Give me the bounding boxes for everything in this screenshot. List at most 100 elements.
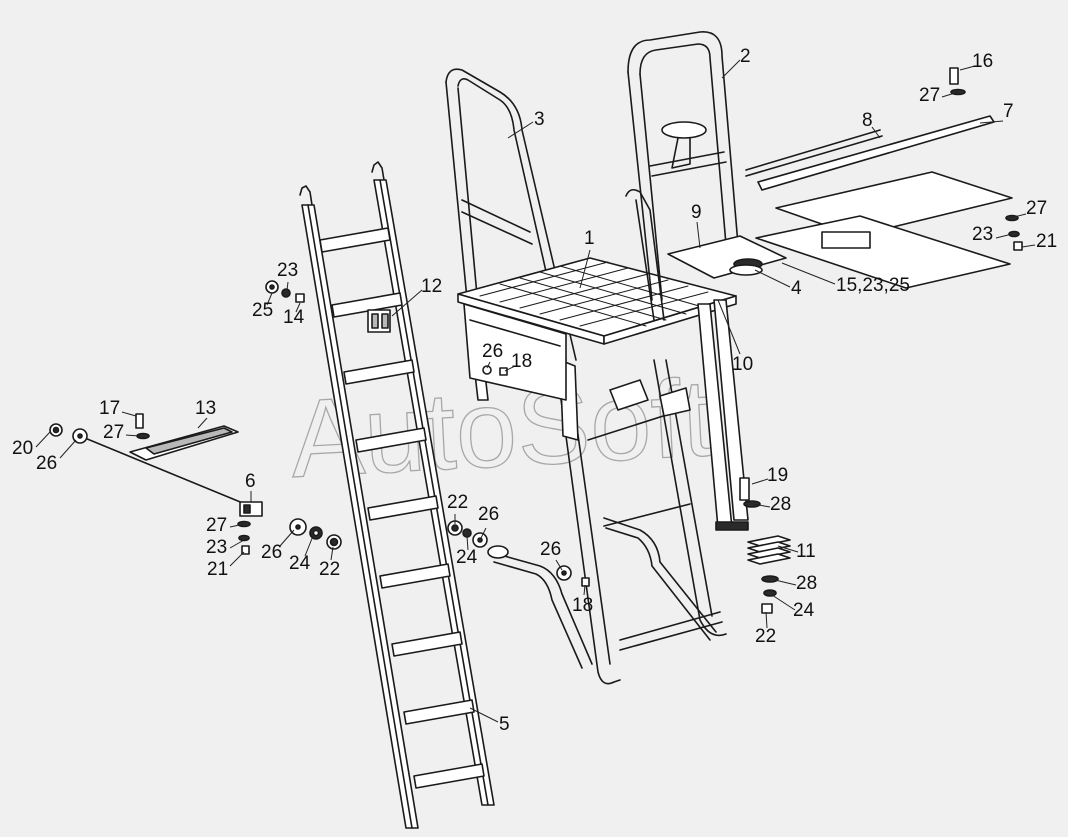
callout-label-c22b: 22: [447, 492, 468, 513]
callout-label-c9: 9: [691, 202, 702, 223]
callout-label-c12: 12: [421, 276, 442, 297]
callout-label-c6: 6: [245, 471, 256, 492]
callout-label-c2: 2: [740, 46, 751, 67]
callout-leader-c28a: [752, 503, 771, 508]
part-10-supports: [697, 299, 749, 531]
part-11-shims: [747, 535, 791, 565]
callout-label-c24c: 24: [793, 600, 815, 621]
callout-leader-c18a: [504, 365, 516, 372]
callout-labels: 123456789101112131415,23,251617181819202…: [12, 46, 1057, 735]
callout-label-c26b: 26: [261, 542, 282, 563]
callout-label-c15: 15,23,25: [836, 275, 910, 296]
callout-leader-c16: [959, 65, 976, 71]
callout-label-c26d: 26: [478, 504, 499, 525]
callout-label-c28b: 28: [796, 573, 817, 594]
callout-leader-c8: [871, 126, 881, 139]
callout-leader-c15: [781, 262, 836, 285]
callout-label-c25a: 25: [252, 300, 273, 321]
part-12-bracket: [367, 309, 391, 333]
callout-leader-c27b: [125, 434, 141, 437]
callout-label-c19: 19: [767, 465, 788, 486]
part-9-plate: [667, 235, 787, 279]
callout-leader-c4: [754, 269, 791, 288]
callout-label-c23a: 23: [277, 260, 298, 281]
callout-label-c14: 14: [283, 307, 305, 328]
callout-label-c28a: 28: [770, 494, 791, 515]
callout-leader-c23c: [995, 233, 1013, 239]
callout-label-c27b: 27: [103, 422, 124, 443]
part-6-clamp: [239, 501, 263, 517]
callout-leader-c25a: [266, 292, 273, 306]
callout-leader-c22c: [765, 611, 768, 629]
callout-label-c23b: 23: [206, 537, 227, 558]
callout-label-c13: 13: [195, 398, 216, 419]
callout-leader-c13: [197, 417, 208, 429]
callout-leader-c7: [979, 120, 1004, 124]
part-5-ladder: [299, 161, 495, 829]
callout-leader-c26d: [480, 527, 487, 539]
callout-leader-c5: [469, 707, 499, 723]
callout-leader-c17: [121, 411, 137, 417]
callout-label-c16: 16: [972, 51, 993, 72]
callout-label-c10: 10: [732, 354, 753, 375]
callout-leader-c27d: [1009, 213, 1027, 219]
callout-label-c7: 7: [1003, 101, 1014, 122]
callout-label-c26c: 26: [482, 341, 503, 362]
ladder-rungs: [319, 227, 485, 789]
callout-label-c17: 17: [99, 398, 120, 419]
part-2-handrail: [625, 31, 741, 321]
callout-label-c23c: 23: [972, 224, 993, 245]
callout-leader-c24c: [771, 594, 796, 611]
callout-label-c26e: 26: [540, 539, 561, 560]
callout-label-c18b: 18: [572, 595, 593, 616]
callout-leaders: [35, 59, 1036, 723]
callout-leader-c9: [696, 221, 701, 249]
callout-leader-c21a: [229, 551, 245, 567]
callout-leader-c26c: [486, 361, 491, 369]
part-13-step: [79, 425, 251, 507]
callout-leader-c27c: [229, 523, 245, 528]
callout-leader-c3: [507, 121, 534, 139]
callout-leader-c18b: [583, 584, 586, 596]
callout-label-c27d: 27: [1026, 198, 1047, 219]
callout-leader-c23b: [229, 539, 245, 549]
part-7-deck: [745, 115, 1013, 289]
callout-leader-c22a: [330, 546, 334, 561]
callout-label-c24b: 24: [456, 547, 478, 568]
callout-leader-c24b: [466, 535, 469, 551]
callout-leader-c10: [717, 299, 741, 355]
callout-leader-c20: [35, 431, 51, 448]
callout-label-c22c: 22: [755, 626, 776, 647]
callout-label-c26a: 26: [36, 453, 57, 474]
callout-label-c21b: 21: [1036, 231, 1057, 252]
callout-label-c20: 20: [12, 438, 33, 459]
callout-label-c8: 8: [862, 110, 873, 131]
callout-leader-c1: [579, 249, 591, 289]
callout-leader-c26a: [59, 439, 77, 459]
callout-label-c11: 11: [796, 541, 816, 562]
callout-label-c27a: 27: [919, 85, 940, 106]
callout-leader-c24a: [304, 535, 314, 557]
callout-label-c5: 5: [499, 714, 510, 735]
callout-label-c3: 3: [534, 109, 545, 130]
callout-label-c22a: 22: [319, 559, 340, 580]
callout-label-c27c: 27: [206, 515, 227, 536]
callout-leader-c23a: [286, 281, 289, 291]
callout-leader-c28b: [774, 579, 797, 586]
callout-leader-c26b: [279, 529, 295, 547]
callout-leader-c11: [777, 545, 799, 553]
callout-leader-c2: [721, 59, 741, 79]
callout-label-c1: 1: [584, 228, 595, 249]
callout-leader-c14: [295, 302, 301, 313]
callout-leader-c26e: [555, 559, 563, 571]
callout-label-c4: 4: [791, 278, 802, 299]
callout-label-c21a: 21: [207, 559, 228, 580]
side-rail-bracket: [487, 517, 717, 669]
callout-leader-c12: [391, 289, 423, 317]
callout-label-c24a: 24: [289, 553, 311, 574]
callout-label-c18a: 18: [511, 351, 532, 372]
callout-leader-c27a: [941, 91, 959, 98]
callout-leader-c21b: [1021, 244, 1036, 248]
